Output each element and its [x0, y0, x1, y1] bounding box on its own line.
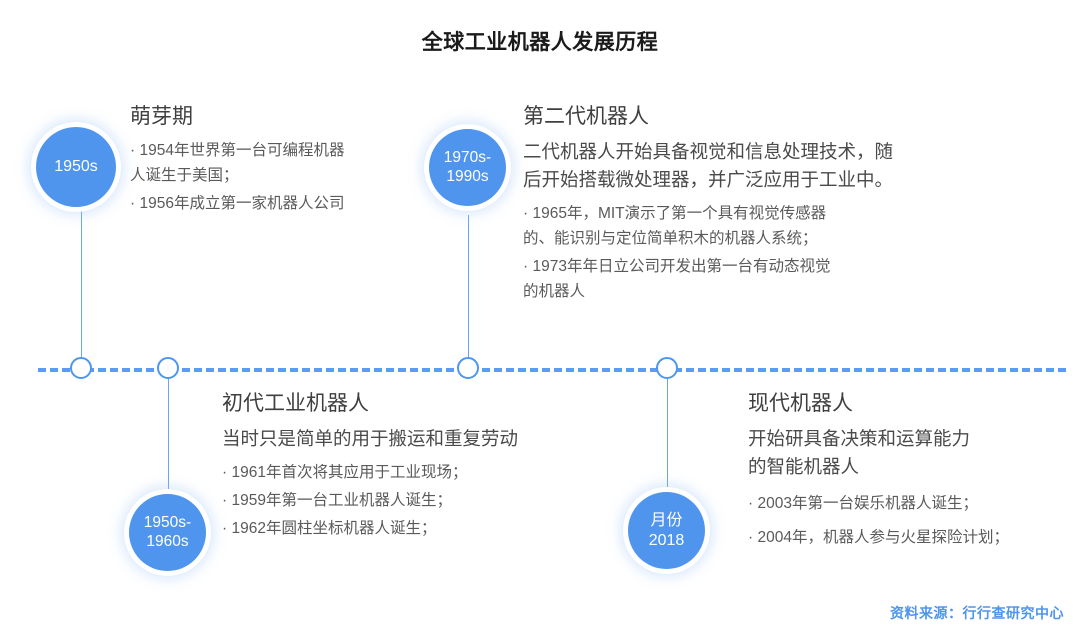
node-3-badge-line-1: 1950s-	[143, 513, 192, 531]
node-3-badge-line-2: 1960s	[146, 532, 189, 550]
node-4-badge-line-1: 月份	[650, 511, 683, 529]
timeline-node-2-content: 第二代机器人 二代机器人开始具备视觉和信息处理技术，随 后开始搭载微处理器，并广…	[523, 104, 1023, 307]
node-1-badge-line-1: 1950s	[54, 158, 98, 176]
list-item: · 1965年，MIT演示了第一个具有视觉传感器 的、能识别与定位简单积木的机器…	[523, 204, 827, 247]
node-4-lead: 开始研具备决策和运算能力 的智能机器人	[748, 428, 971, 477]
node-1-bullets: · 1954年世界第一台可编程机器 人诞生于美国； · 1956年成立第一家机器…	[130, 138, 430, 216]
list-item: · 2004年，机器人参与火星探险计划；	[748, 528, 1009, 546]
timeline-node-3-badge[interactable]: 1950s- 1960s	[129, 494, 206, 571]
timeline-node-1-content: 萌芽期 · 1954年世界第一台可编程机器 人诞生于美国； · 1956年成立第…	[130, 104, 430, 220]
timeline-axis	[38, 368, 1066, 372]
node-4-badge-line-2: 2018	[648, 531, 685, 549]
source-note: 资料来源：行行查研究中心	[890, 605, 1064, 621]
node-1-title: 萌芽期	[130, 105, 193, 128]
list-item: · 1973年年日立公司开发出第一台有动态视觉 的机器人	[523, 257, 831, 301]
node-2-title: 第二代机器人	[523, 105, 649, 128]
axis-marker-node-2	[457, 357, 479, 379]
list-item: · 1956年成立第一家机器人公司	[130, 195, 345, 213]
list-item: · 1962年圆柱坐标机器人诞生；	[222, 520, 437, 538]
node-3-bullets: · 1961年首次将其应用于工业现场； · 1959年第一台工业机器人诞生； ·…	[222, 460, 642, 541]
node-2-badge-line-1: 1970s-	[443, 148, 492, 166]
timeline-node-1-badge[interactable]: 1950s	[36, 127, 116, 207]
node-3-title: 初代工业机器人	[222, 392, 369, 415]
timeline-node-2-badge[interactable]: 1970s- 1990s	[429, 129, 506, 206]
axis-marker-node-4	[656, 357, 678, 379]
node-4-bullets: · 2003年第一台娱乐机器人诞生； · 2004年，机器人参与火星探险计划；	[748, 491, 1068, 550]
timeline-node-4-content: 现代机器人 开始研具备决策和运算能力 的智能机器人 · 2003年第一台娱乐机器…	[748, 391, 1068, 553]
list-item: · 2003年第一台娱乐机器人诞生；	[748, 494, 978, 512]
stem-node-1	[80, 205, 82, 360]
node-2-bullets: · 1965年，MIT演示了第一个具有视觉传感器 的、能识别与定位简单积木的机器…	[523, 201, 1023, 304]
node-3-lead: 当时只是简单的用于搬运和重复劳动	[222, 428, 519, 450]
node-2-badge-line-2: 1990s	[446, 167, 489, 185]
stem-node-3	[167, 378, 169, 490]
timeline-node-3-content: 初代工业机器人 当时只是简单的用于搬运和重复劳动 · 1961年首次将其应用于工…	[222, 391, 642, 544]
node-2-lead: 二代机器人开始具备视觉和信息处理技术，随 后开始搭载微处理器，并广泛应用于工业中…	[523, 141, 894, 190]
axis-marker-node-1	[70, 357, 92, 379]
list-item: · 1959年第一台工业机器人诞生；	[222, 492, 452, 510]
page-title: 全球工业机器人发展历程	[421, 31, 659, 54]
stem-node-4	[666, 378, 668, 492]
list-item: · 1954年世界第一台可编程机器 人诞生于美国；	[130, 142, 345, 185]
timeline-node-4-badge[interactable]: 月份 2018	[628, 492, 705, 569]
node-4-title: 现代机器人	[748, 392, 853, 415]
axis-marker-node-3	[157, 357, 179, 379]
list-item: · 1961年首次将其应用于工业现场；	[222, 464, 468, 481]
stem-node-2	[467, 215, 469, 360]
